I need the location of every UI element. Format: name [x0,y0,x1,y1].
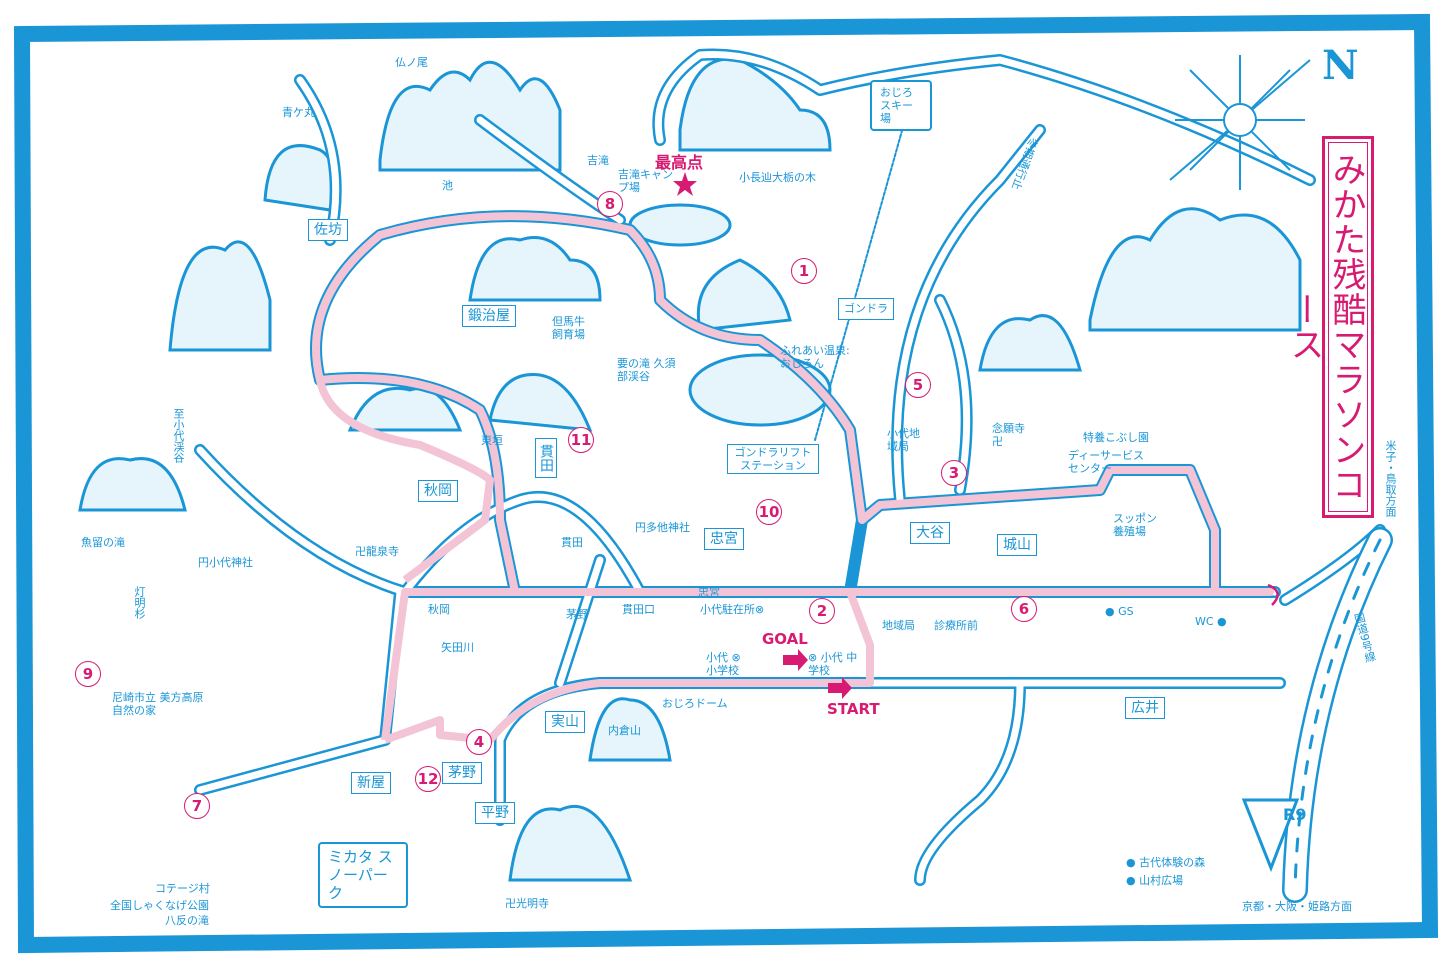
mountains [78,57,1302,882]
summit-label: 最高点 [655,153,704,172]
place-fureai-onsen: ふれあい温泉:おじろん [780,344,850,370]
direction-kyoto: 京都・大阪・姫路方面 [1242,900,1352,913]
place-kaname-taki: 要の滝 久須部渓谷 [617,357,676,383]
district-jitsuyama: 実山 [545,711,585,733]
district-kayano: 茅野 [442,762,482,784]
checkpoint-6: 6 [1011,596,1037,622]
place-kodai-shrine: 円小代神社 [198,556,253,569]
r9-sign-label: R9 [1283,805,1307,824]
place-nukita: 貫田 [561,536,583,549]
place-uodome: 魚留の滝 [81,536,125,549]
place-ojiro-dome: おじろドーム [662,697,728,710]
place-aogamaru: 青ケ丸 [282,106,315,119]
place-nature-house: 尼崎市立 美方高原自然の家 [112,691,204,717]
place-police: 小代駐在所⊗ [700,603,765,616]
place-tatashi-shrine: 円多他神社 [635,521,690,534]
place-suppon: スッポン養殖場 [1113,512,1157,538]
district-hiroi: 広井 [1125,697,1165,719]
checkpoint-2: 2 [809,598,835,624]
map-title: みかた残酷マラソンコース [1284,136,1374,518]
district-sabou: 佐坊 [308,219,348,241]
place-kodai-forest: ● 古代体験の森 [1126,856,1206,869]
r9-shield-icon [1241,798,1300,873]
place-gs: ● GS [1105,605,1134,618]
place-ryusenji: 卍龍泉寺 [355,545,399,558]
district-tadamiya: 忠宮 [704,528,744,550]
gondola-label: ゴンドラ [838,298,894,320]
place-sanson: ● 山村広場 [1126,874,1184,887]
checkpoint-10: 10 [756,499,782,525]
place-elementary: 小代 ⊗ 小学校 [706,651,741,677]
snow-park-sign: ミカタ スノーパーク [318,842,408,908]
summit-star-icon [673,172,697,196]
checkpoint-7: 7 [184,793,210,819]
district-shiroyama: 城山 [997,534,1037,556]
place-yoshidaki-camp: 吉滝キャンプ場 [618,168,673,194]
place-kobushi: 特養こぶし園 [1083,431,1149,444]
direction-yonago: 米子・鳥取方面 [1384,440,1397,517]
district-nukita: 貫田 [535,438,557,478]
compass-icon [1169,55,1311,190]
place-kodai-post: 小代地域局 [887,427,920,453]
place-wc: WC ● [1195,615,1227,628]
place-shakunage: 全国しゃくなげ公園 [110,899,209,912]
checkpoint-3: 3 [941,460,967,486]
stop-kayano: 茅野 [566,608,588,621]
stop-clinic: 診療所前 [934,619,978,632]
checkpoint-5: 5 [905,372,931,398]
place-hattan: 八反の滝 [165,914,209,927]
place-ike: 池 [442,179,453,192]
district-kajiya: 鍛治屋 [462,305,516,327]
stop-tadamiya: 忠宮 [698,586,720,599]
checkpoint-4: 4 [466,729,492,755]
place-higashigaki: 東垣 [481,434,503,447]
checkpoint-11: 11 [568,427,594,453]
place-uchikurayama: 内倉山 [608,724,641,737]
place-cottage: コテージ村 [155,882,210,895]
place-koumyouji: 卍光明寺 [505,897,549,910]
start-label: START [827,700,880,718]
turnaround-icon [1267,583,1279,606]
place-toumyousugi: 灯明杉 [133,586,146,619]
place-hotokenoo: 仏ノ尾 [395,56,428,69]
place-nenganji: 念願寺 卍 [992,422,1025,448]
place-yoshidaki: 吉滝 [587,154,609,167]
place-kodai-valley: 至小代渓谷 [172,408,185,463]
stop-nukitaguchi: 貫田口 [622,603,655,616]
place-tochinoki: 小長辿大栃の木 [739,171,816,184]
district-hirano: 平野 [475,802,515,824]
river-yadagawa: 矢田川 [441,641,474,654]
north-indicator: N [1322,42,1359,89]
checkpoint-1: 1 [791,258,817,284]
place-junior-high: ⊗ 小代 中学校 [808,651,858,677]
goal-arrow-icon [783,649,808,671]
start-arrow-icon [828,677,852,699]
goal-label: GOAL [762,630,808,648]
checkpoint-12: 12 [415,766,441,792]
map-border [13,13,1439,954]
gondola-station-label: ゴンドラリフトステーション [727,444,819,474]
district-akioka: 秋岡 [418,480,458,502]
place-day-service: ディーサービス センター [1068,449,1145,475]
stop-akioka: 秋岡 [428,603,450,616]
stop-post-office: 地域局 [882,619,915,632]
district-araya: 新屋 [351,772,391,794]
place-tajima-ushi: 但馬牛飼育場 [552,315,585,341]
ojiro-ski-sign: おじろスキー場 [870,80,932,131]
checkpoint-9: 9 [75,661,101,687]
district-ootani: 大谷 [910,522,950,544]
checkpoint-8: 8 [597,191,623,217]
